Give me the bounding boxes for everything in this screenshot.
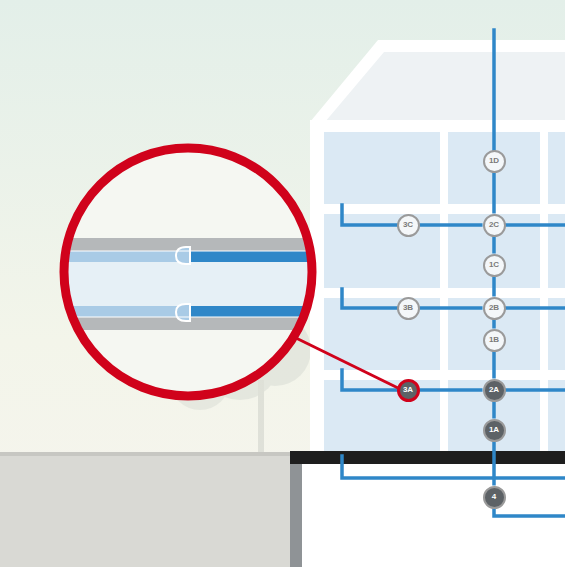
magnifier-ring [64, 148, 312, 396]
ground [0, 455, 290, 567]
pipe-segment [494, 320, 495, 329]
callout-circle: 1C [483, 254, 506, 277]
callout-circle: 1A [483, 419, 506, 442]
pipe-segment [494, 442, 495, 486]
pipe-segment [420, 308, 483, 309]
callout-number: 2A [489, 386, 499, 394]
callout-circle: 3B [397, 297, 420, 320]
callout-circle: 2C [483, 214, 506, 237]
callout-number: 1B [489, 336, 499, 344]
callout-number: 1D [489, 157, 499, 165]
callout-number: 3B [403, 304, 413, 312]
pipe-segment [494, 352, 495, 379]
pipe-segment [494, 237, 495, 254]
callout-circle: 1B [483, 329, 506, 352]
callout-number: 2B [489, 304, 499, 312]
callout-circle: 3A [397, 379, 420, 402]
basement-wall [290, 462, 302, 567]
magnified-pipe [40, 238, 340, 330]
callout-circle: 2B [483, 297, 506, 320]
pipe-segment [420, 225, 483, 226]
attic [325, 52, 565, 122]
callout-number: 2C [489, 221, 499, 229]
roof [310, 40, 565, 122]
pipes [342, 30, 565, 516]
pipe-segment [494, 173, 495, 214]
callout-number: 3C [403, 221, 413, 229]
callout-number: 4 [492, 493, 496, 501]
callout-circle: 1D [483, 150, 506, 173]
callout-number: 3A [403, 386, 413, 394]
callout-circle: 2A [483, 379, 506, 402]
leader-line [296, 338, 398, 388]
floor-slab [290, 451, 565, 464]
callout-circle: 4 [483, 486, 506, 509]
callout-number: 1C [489, 261, 499, 269]
rooms [324, 132, 565, 452]
pipe-segment [494, 277, 495, 297]
callout-circle: 3C [397, 214, 420, 237]
callout-number: 1A [489, 426, 499, 434]
pipe-segment [420, 390, 483, 391]
building-frame [310, 120, 565, 456]
pipe-segment [494, 402, 495, 419]
ground-edge [0, 452, 290, 456]
